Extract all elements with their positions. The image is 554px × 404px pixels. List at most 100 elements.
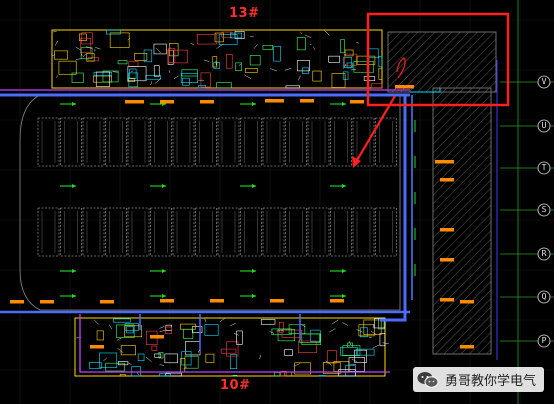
room-outline — [323, 361, 341, 374]
building-10-label: 10# — [220, 378, 251, 393]
room-outline — [262, 45, 273, 50]
wall-line — [350, 68, 357, 71]
wall-line — [382, 342, 389, 344]
cable-layer — [0, 88, 441, 373]
room-outline — [344, 49, 354, 57]
wall-line — [368, 336, 372, 338]
room-outline — [137, 353, 145, 362]
parking-stall — [330, 117, 352, 167]
room-outline — [120, 345, 136, 356]
room-outline — [346, 62, 353, 69]
room-outline — [95, 71, 110, 87]
drive-arrow-head — [252, 184, 256, 188]
axis-label: S — [541, 205, 547, 214]
room-outline — [230, 32, 243, 39]
orange-label-tag — [395, 85, 414, 89]
room-outline — [89, 362, 102, 369]
room-outline — [260, 319, 276, 325]
highlight-mark — [396, 57, 406, 79]
orange-label-tag — [90, 345, 104, 349]
room-outline — [221, 31, 233, 38]
wall-line — [270, 331, 275, 334]
room-outline — [183, 329, 194, 339]
room-outline — [342, 71, 349, 80]
hatched-zone-top — [387, 31, 497, 93]
orange-label-tag — [150, 335, 164, 339]
room-outline — [92, 75, 112, 83]
wall-line — [216, 43, 224, 49]
room-outline — [58, 60, 77, 75]
axis-bubble — [537, 161, 551, 175]
room-outline — [158, 351, 164, 359]
parking-stall — [375, 117, 397, 167]
room-outline — [234, 31, 245, 39]
wall-line — [253, 44, 258, 50]
room-outline — [200, 72, 211, 88]
wall-line — [94, 319, 99, 325]
room-outline — [109, 32, 130, 48]
wall-line — [75, 58, 83, 60]
drive-arrow-head — [252, 102, 256, 106]
drive-arrow-head — [72, 294, 76, 298]
room-outline — [344, 53, 357, 66]
room-outline — [284, 349, 293, 356]
room-outline — [99, 352, 118, 368]
orange-label-tag — [40, 300, 54, 304]
pointer-arrow-line — [355, 95, 396, 163]
parking-stall — [127, 117, 150, 167]
room-outline — [134, 53, 148, 61]
parking-stall — [82, 117, 105, 167]
axis-bubble — [537, 119, 551, 133]
wall-line — [230, 322, 236, 326]
wall-line — [117, 337, 122, 341]
wall-line — [309, 43, 312, 46]
wall-line — [150, 81, 153, 86]
wall-line — [301, 324, 306, 328]
room-outline — [226, 341, 239, 357]
room-outline — [356, 55, 376, 65]
drive-arrow-head — [342, 269, 346, 273]
room-outline — [294, 362, 311, 375]
orange-label-tag — [460, 300, 474, 304]
wall-line — [159, 329, 167, 332]
wall-line — [343, 63, 347, 69]
room-outline — [374, 318, 386, 329]
wall-line — [259, 354, 262, 360]
wall-line — [203, 59, 210, 62]
wall-line — [131, 70, 134, 73]
room-outline — [116, 324, 135, 338]
wall-line — [351, 358, 357, 362]
room-outline — [220, 348, 237, 354]
axis-label: Q — [541, 292, 547, 301]
room-outline — [230, 354, 238, 369]
parking-stall — [60, 117, 82, 167]
room-outline — [378, 56, 383, 67]
parking-stall — [352, 117, 375, 167]
highlight-box — [366, 12, 510, 107]
room-outline — [218, 34, 238, 45]
wall-line — [204, 318, 207, 322]
parking-stall — [150, 117, 172, 167]
room-outline — [143, 49, 153, 63]
wall-line — [159, 326, 165, 329]
room-outline — [273, 45, 281, 62]
orange-label-tag — [100, 300, 114, 304]
building-10-plan — [74, 317, 389, 377]
cable-cyan — [410, 88, 441, 93]
room-outline — [354, 349, 367, 363]
axis-bubble — [537, 290, 551, 304]
room-outline — [128, 72, 139, 88]
orange-label-tag — [270, 299, 284, 303]
wall-line — [154, 78, 162, 84]
room-outline — [196, 34, 218, 45]
drive-arrow-head — [252, 294, 256, 298]
room-outline — [167, 49, 189, 64]
wechat-icon — [417, 371, 439, 389]
room-outline — [153, 43, 167, 55]
building-outline — [74, 317, 386, 377]
room-outline — [198, 85, 206, 89]
room-outline — [285, 85, 300, 89]
parking-stall — [285, 207, 307, 257]
room-outline — [182, 77, 190, 86]
